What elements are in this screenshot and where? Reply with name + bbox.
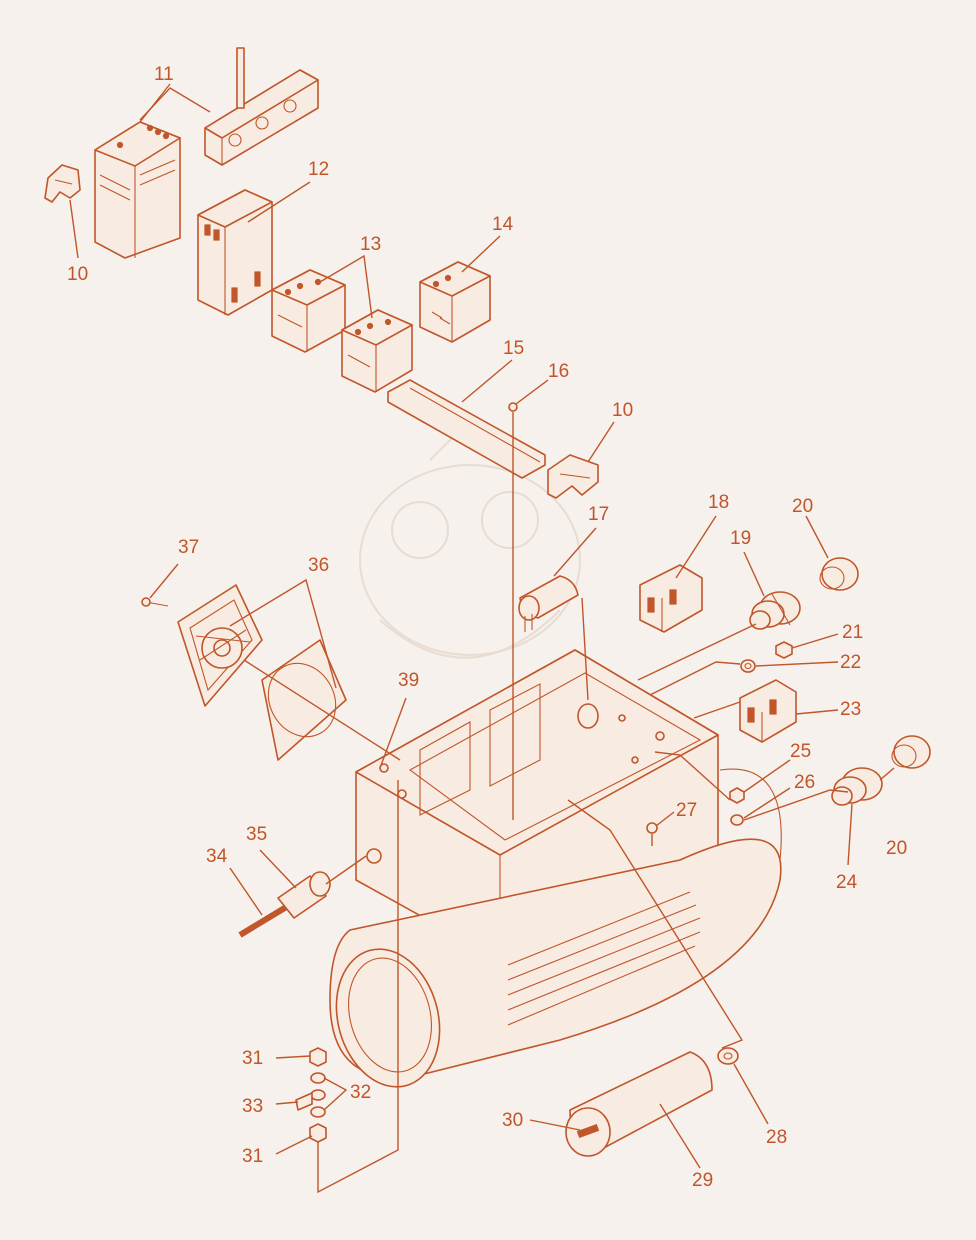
- part-13-contactor-a: [271, 269, 346, 353]
- callout-27: 27: [676, 800, 697, 821]
- callout-10: 10: [612, 400, 633, 421]
- callout-25: 25: [790, 741, 811, 762]
- callout-39: 39: [398, 670, 419, 691]
- callout-13: 13: [360, 234, 381, 255]
- part-13-contactor-b: [341, 309, 413, 393]
- callout-23: 23: [840, 699, 861, 720]
- part-33-terminal: [295, 1089, 326, 1111]
- part-36-fan-cover: [177, 584, 263, 707]
- callout-22: 22: [840, 652, 861, 673]
- callout-15: 15: [503, 338, 524, 359]
- callout-31: 31: [242, 1048, 263, 1069]
- part-15-din-rail: [387, 379, 546, 479]
- part-20-ring-lower: [891, 735, 931, 769]
- part-22-washer: [740, 659, 756, 673]
- callout-36: 36: [308, 555, 329, 576]
- callout-21: 21: [842, 622, 863, 643]
- part-11-bar: [204, 47, 319, 166]
- callout-16: 16: [548, 361, 569, 382]
- part-37-screw: [141, 597, 169, 607]
- part-23-switch: [739, 679, 797, 743]
- callout-31: 31: [242, 1146, 263, 1167]
- part-17-capacitor: [518, 575, 579, 632]
- callout-24: 24: [836, 872, 858, 893]
- part-25-nut: [729, 787, 745, 804]
- part-31-nut-lower: [309, 1123, 327, 1143]
- part-36-gasket: [261, 639, 347, 761]
- part-11-relay: [94, 121, 181, 259]
- part-10-clip-left: [44, 164, 81, 203]
- callout-20: 20: [792, 496, 813, 517]
- callout-34: 34: [206, 846, 228, 867]
- part-31-nut-upper: [309, 1047, 327, 1067]
- callout-32: 32: [350, 1082, 371, 1103]
- watermark-mascot: [359, 418, 581, 659]
- part-27-screw: [646, 822, 658, 834]
- part-21-nut: [775, 641, 793, 659]
- callout-37: 37: [178, 537, 199, 558]
- part-16-screw: [508, 402, 518, 412]
- callout-18: 18: [708, 492, 729, 513]
- part-24-cable-gland: [831, 767, 883, 806]
- part-30-terminal: [576, 1123, 600, 1139]
- leader-lines: [69, 83, 895, 1194]
- callout-17: 17: [588, 504, 609, 525]
- part-26-washer: [730, 814, 744, 826]
- callout-11: 11: [154, 64, 174, 85]
- motor-body: [329, 768, 782, 1088]
- part-20-ring-upper: [819, 557, 859, 591]
- callout-14: 14: [492, 214, 514, 235]
- part-14-contactor: [419, 261, 491, 343]
- callout-28: 28: [766, 1127, 787, 1148]
- callouts: 10 11 12 13 14 15 16 10 17 18 19 20 21 2…: [67, 64, 907, 1191]
- callout-26: 26: [794, 772, 815, 793]
- part-19-cable-gland: [749, 591, 801, 630]
- part-34-cable: [238, 903, 290, 938]
- callout-12: 12: [308, 159, 329, 180]
- callout-33: 33: [242, 1096, 263, 1117]
- callout-35: 35: [246, 824, 267, 845]
- part-29-capacitor: [565, 1051, 713, 1157]
- callout-29: 29: [692, 1170, 713, 1191]
- part-28-washer: [717, 1047, 739, 1065]
- part-32-washer-upper: [310, 1072, 326, 1084]
- callout-10: 10: [67, 264, 88, 285]
- part-35-cable-gland: [277, 871, 331, 919]
- part-12-block: [197, 189, 273, 316]
- callout-20: 20: [886, 838, 907, 859]
- callout-19: 19: [730, 528, 751, 549]
- part-18-switch: [639, 564, 703, 633]
- part-32-washer-lower: [310, 1106, 326, 1118]
- callout-30: 30: [502, 1110, 523, 1131]
- part-10-clip-right: [547, 454, 599, 499]
